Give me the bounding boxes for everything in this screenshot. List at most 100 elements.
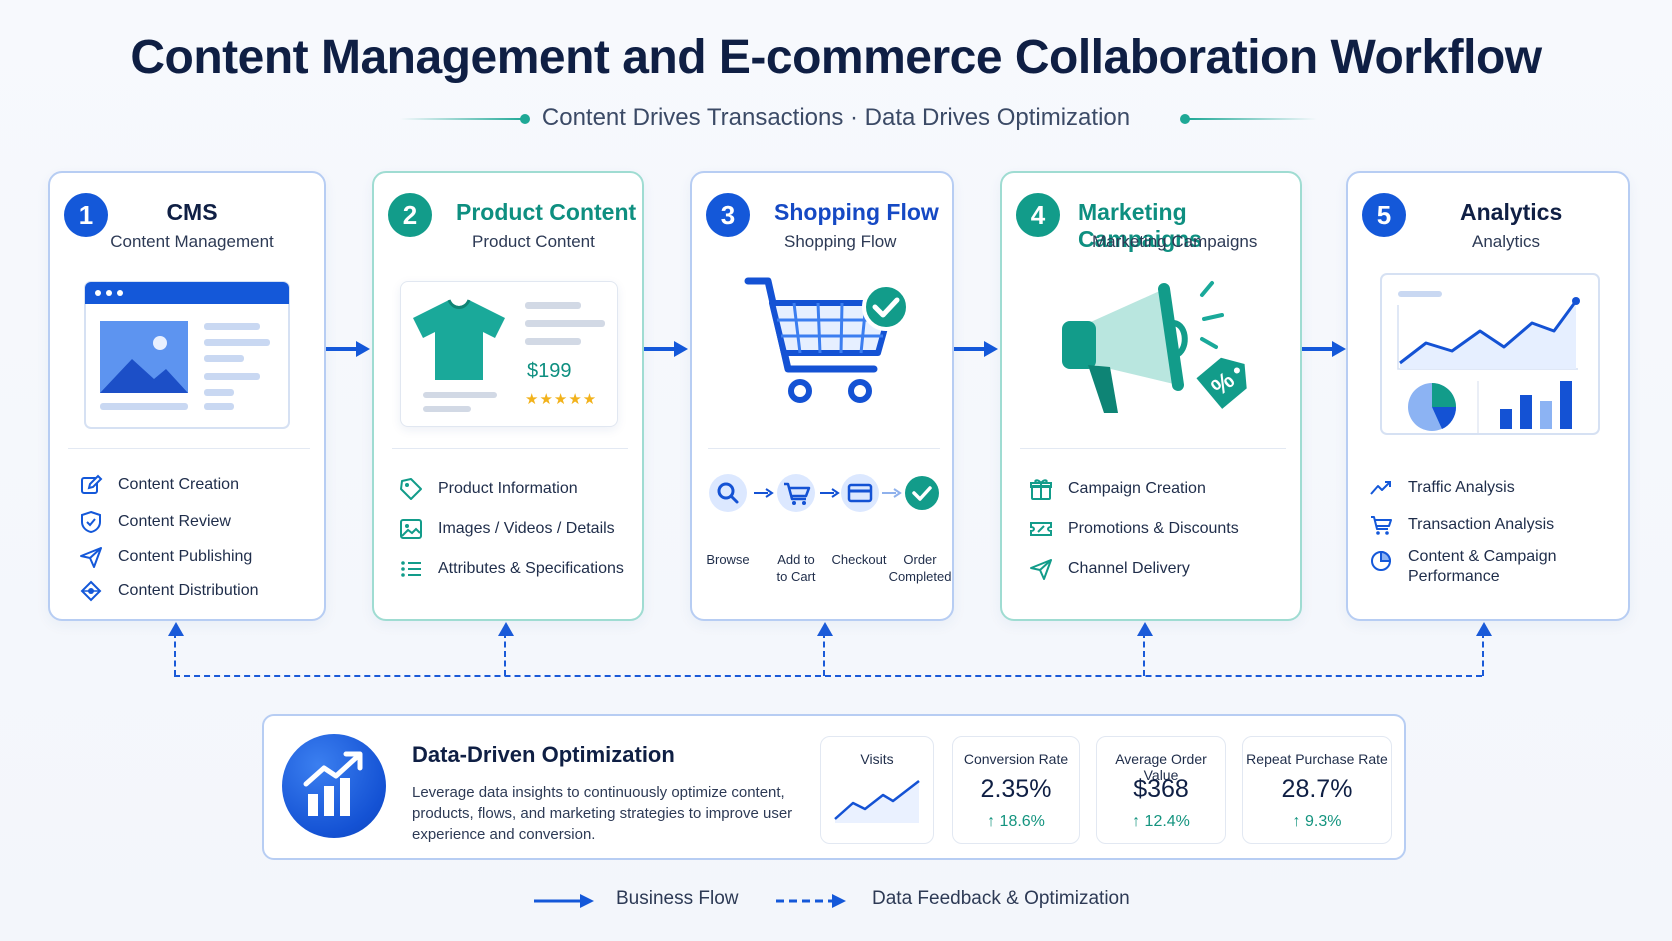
business-flow-arrow — [644, 341, 688, 357]
item-label: Transaction Analysis — [1408, 516, 1555, 533]
card-title: Marketing Campaigns — [1078, 199, 1202, 252]
edit-icon — [78, 472, 104, 498]
item-label: Content Distribution — [118, 582, 259, 599]
list-item[interactable]: Content Review — [78, 504, 259, 540]
card-divider — [392, 448, 628, 449]
feedback-connector — [1143, 632, 1145, 676]
item-label: Traffic Analysis — [1408, 479, 1515, 496]
send-icon — [78, 544, 104, 570]
metric-delta: ↑ 9.3% — [1292, 813, 1342, 830]
metric-delta: ↑ 12.4% — [1132, 813, 1190, 830]
metric-average-order-value[interactable]: Average Order Value $368 ↑ 12.4% — [1096, 736, 1226, 844]
step-badge: 1 — [64, 193, 108, 237]
shield-check-icon — [78, 509, 104, 535]
step-label-checkout: Checkout — [831, 552, 887, 567]
item-label: Images / Videos / Details — [438, 520, 615, 537]
image-icon — [398, 516, 424, 542]
card-subtitle: Shopping Flow — [784, 232, 897, 251]
item-label: Product Information — [438, 480, 578, 497]
list-item[interactable]: Attributes & Specifications — [398, 549, 624, 589]
metric-label: Conversion Rate — [963, 751, 1069, 767]
card-subtitle: Analytics — [1472, 232, 1541, 251]
legend-business-flow: Business Flow — [616, 888, 739, 909]
item-label: Promotions & Discounts — [1068, 520, 1239, 537]
optimization-description: Leverage data insights to continuously o… — [412, 784, 793, 843]
metric-conversion-rate[interactable]: Conversion Rate 2.35% ↑ 18.6% — [952, 736, 1080, 844]
item-label: Content & Campaign Performance — [1408, 548, 1557, 585]
feedback-arrow-tip — [817, 622, 833, 636]
analytics-dashboard-illustration — [1380, 273, 1600, 435]
page-title: Content Management and E-commerce Collab… — [130, 31, 1542, 84]
business-flow-arrow — [326, 341, 370, 357]
card-items: Content Creation Content Review Content … — [78, 466, 259, 608]
feedback-connector — [174, 632, 176, 676]
card-analytics[interactable]: 5 Analytics Analytics Traffic Analysis T… — [1346, 171, 1630, 621]
send-icon — [1028, 556, 1054, 582]
growth-chart-icon — [282, 734, 386, 838]
subtitle-dot-left — [520, 114, 530, 124]
cart-icon — [1368, 512, 1394, 538]
tag-icon — [398, 476, 424, 502]
tshirt-icon — [413, 299, 505, 380]
feedback-connector — [1482, 632, 1484, 676]
feedback-arrow-tip — [168, 622, 184, 636]
list-item[interactable]: Content & Campaign Performance — [1368, 543, 1557, 589]
optimization-title: Data-Driven Optimization — [412, 742, 675, 767]
subtitle-line-right — [1187, 118, 1317, 120]
card-shopping-flow[interactable]: 3 Shopping Flow Shopping Flow Browse Add… — [690, 171, 954, 621]
list-item[interactable]: Transaction Analysis — [1368, 507, 1557, 543]
card-items: Traffic Analysis Transaction Analysis Co… — [1368, 469, 1557, 589]
ticket-icon — [1028, 516, 1054, 542]
card-subtitle: Marketing Campaigns — [1092, 232, 1258, 251]
list-item[interactable]: Promotions & Discounts — [1028, 509, 1239, 549]
card-items: Product Information Images / Videos / De… — [398, 469, 624, 589]
card-divider — [68, 448, 310, 449]
metric-value: 2.35% — [980, 775, 1052, 803]
card-cms[interactable]: 1 CMS Content Management Content Creatio… — [48, 171, 326, 621]
feedback-connector — [823, 632, 825, 676]
placeholder-line — [423, 406, 471, 412]
list-item[interactable]: Content Publishing — [78, 540, 259, 574]
list-item[interactable]: Content Distribution — [78, 574, 259, 608]
card-marketing-campaigns[interactable]: 4 Marketing Campaigns Marketing Campaign… — [1000, 171, 1302, 621]
card-divider — [708, 448, 940, 449]
subtitle-row: Content Drives Transactions · Data Drive… — [0, 104, 1672, 134]
metric-delta: ↑ 18.6% — [987, 813, 1045, 830]
metric-repeat-purchase-rate[interactable]: Repeat Purchase Rate 28.7% ↑ 9.3% — [1242, 736, 1392, 844]
star-rating: ★★★★★ — [525, 391, 598, 408]
metric-value: $368 — [1133, 775, 1189, 803]
card-title: Shopping Flow — [774, 199, 939, 225]
list-item[interactable]: Product Information — [398, 469, 624, 509]
item-label: Campaign Creation — [1068, 480, 1206, 497]
step-badge: 5 — [1362, 193, 1406, 237]
feedback-arrow-tip — [1476, 622, 1492, 636]
item-label: Channel Delivery — [1068, 560, 1190, 577]
card-title: Analytics — [1460, 199, 1563, 225]
page-subtitle: Content Drives Transactions · Data Drive… — [541, 104, 1131, 131]
card-items: Campaign Creation Promotions & Discounts… — [1028, 469, 1239, 589]
product-preview-card: $199 ★★★★★ — [400, 281, 618, 427]
metric-visits[interactable]: Visits — [820, 736, 934, 844]
placeholder-line — [525, 302, 581, 309]
business-flow-arrow — [954, 341, 998, 357]
list-item[interactable]: Images / Videos / Details — [398, 509, 624, 549]
metric-label: Visits — [860, 751, 894, 767]
feedback-arrow-tip — [498, 622, 514, 636]
step-label-add-to-cart: Add to to Cart — [776, 552, 816, 584]
step-badge: 2 — [388, 193, 432, 237]
list-item[interactable]: Traffic Analysis — [1368, 469, 1557, 507]
distribution-icon — [78, 578, 104, 604]
megaphone-icon: % — [1062, 281, 1247, 413]
feedback-line — [174, 675, 1482, 677]
subtitle-dot-right — [1180, 114, 1190, 124]
list-item[interactable]: Campaign Creation — [1028, 469, 1239, 509]
step-badge: 3 — [706, 193, 750, 237]
list-item[interactable]: Content Creation — [78, 466, 259, 504]
feedback-arrow-tip — [1137, 622, 1153, 636]
card-subtitle: Product Content — [472, 232, 595, 251]
item-label: Content Review — [118, 513, 231, 530]
product-price: $199 — [527, 360, 572, 382]
metric-value: 28.7% — [1281, 775, 1353, 803]
list-item[interactable]: Channel Delivery — [1028, 549, 1239, 589]
card-product-content[interactable]: 2 Product Content Product Content $199 ★… — [372, 171, 644, 621]
